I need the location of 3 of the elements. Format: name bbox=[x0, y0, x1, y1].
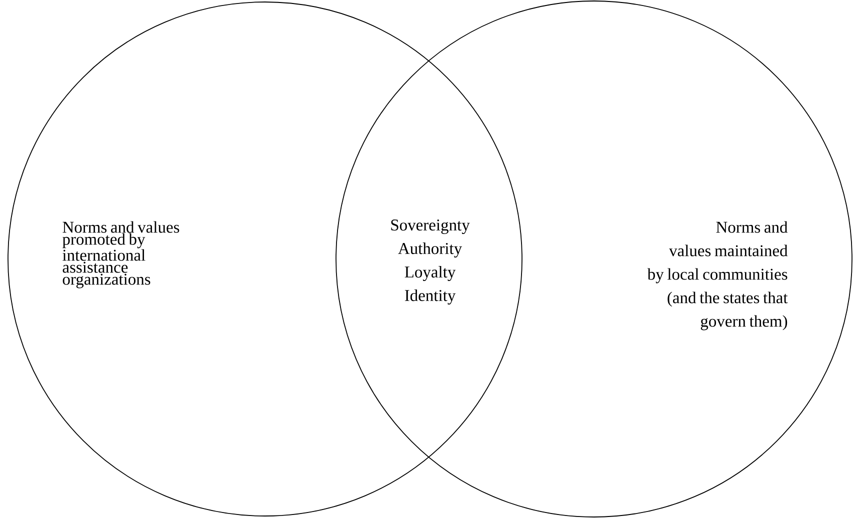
circle-text: Norms and values promoted by international assistance organizations bbox=[62, 221, 180, 288]
circle-text: Norms and values maintained by local communities (and the states that govern them) bbox=[647, 221, 788, 330]
overlap-text: Sovereignty Authority Loyalty Identity bbox=[391, 220, 470, 304]
